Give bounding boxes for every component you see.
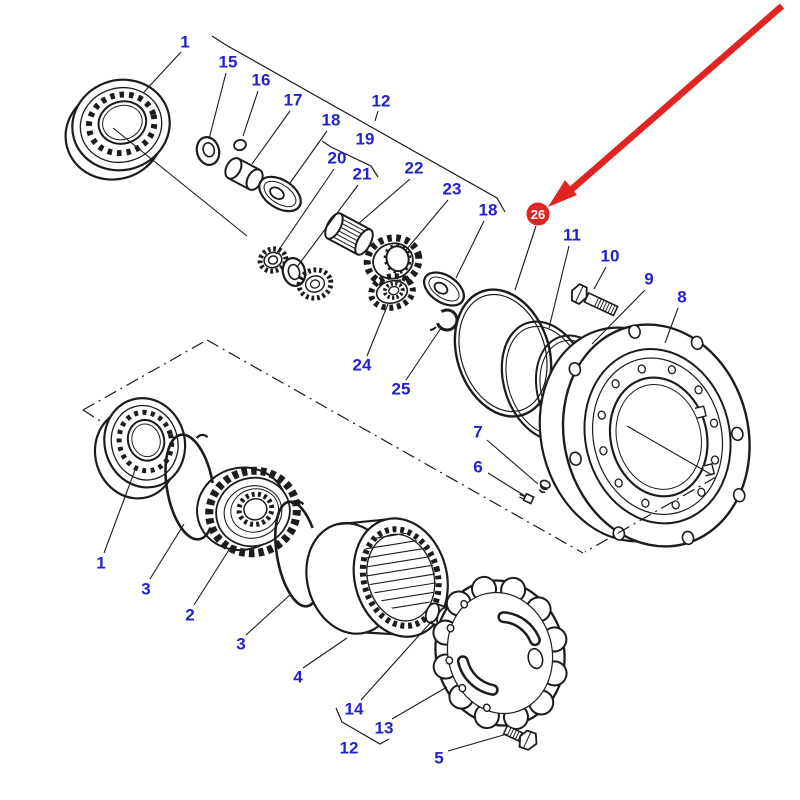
callout-label-23-10[interactable]: 23 [443, 180, 462, 199]
part-4-annulus-drum [305, 517, 451, 638]
callout-label-5-28[interactable]: 5 [434, 749, 443, 768]
callout-label-1-0[interactable]: 1 [180, 33, 189, 52]
callout-label-4-24[interactable]: 4 [293, 668, 303, 687]
callout-label-14-25[interactable]: 14 [345, 700, 364, 719]
part-15-washer [195, 136, 221, 166]
part-18-plate-right [423, 271, 465, 307]
part-20-roller-gear [257, 246, 289, 274]
callout-leader-2-22 [193, 544, 233, 606]
callout-label-18-4[interactable]: 18 [322, 111, 341, 130]
callout-leader-23-10 [405, 199, 449, 251]
callout-label-11-14[interactable]: 11 [563, 226, 581, 245]
group-brackets [211, 35, 506, 745]
callout-label-18-11[interactable]: 18 [479, 201, 498, 220]
callout-leader-18-11 [455, 220, 485, 279]
callout-label-7-18[interactable]: 7 [473, 423, 482, 442]
callout-leader-5-28 [447, 733, 508, 752]
part-25-snap-ring [429, 308, 459, 332]
axis-line-top [112, 127, 248, 237]
callout-leader-11-14 [548, 245, 570, 329]
part-5-bolt [502, 724, 538, 751]
callout-label-12-5[interactable]: 12 [372, 92, 391, 111]
callout-leader-24-12 [366, 303, 389, 357]
callout-label-3-21[interactable]: 3 [141, 580, 150, 599]
bracket-group-12-bottom [335, 707, 390, 745]
callout-label-15-1[interactable]: 15 [219, 53, 238, 72]
callout-leader-1-20 [103, 469, 136, 554]
callout-leader-13-26 [391, 686, 448, 720]
part-13-carrier-cover [432, 575, 568, 731]
highlight-circle[interactable] [526, 202, 550, 226]
callout-leader-21-8 [296, 184, 359, 268]
callout-label-8-17[interactable]: 8 [677, 288, 686, 307]
callout-leader-3-21 [149, 523, 185, 580]
callout-label-24-12[interactable]: 24 [353, 356, 372, 375]
callout-label-10-15[interactable]: 10 [601, 247, 620, 266]
callout-leader-18-4 [289, 130, 328, 184]
part-7-bleed-screw [538, 479, 551, 494]
callout-leader-7-18 [486, 439, 539, 485]
part-21-washer [281, 257, 307, 287]
part-3-snap-ring-second [274, 499, 322, 608]
callout-leader-25-13 [405, 327, 442, 381]
callout-leader-20-7 [275, 168, 335, 255]
part-16-pin [233, 139, 247, 152]
part-18-plate-left [258, 175, 302, 213]
callout-label-16-2[interactable]: 16 [252, 71, 271, 90]
callout-label-20-7[interactable]: 20 [328, 149, 347, 168]
part-2-planet-gear [196, 466, 301, 558]
highlight-layer: 26 [514, 3, 785, 291]
part-8-hub-housing [538, 323, 751, 548]
callout-leader-4-24 [302, 637, 348, 669]
callout-leader-22-9 [357, 178, 411, 225]
callout-label-21-8[interactable]: 21 [353, 165, 372, 184]
part-10-bolt [570, 283, 619, 317]
part-26-seal-ring [453, 288, 553, 418]
highlight-arrow-shaft [569, 3, 785, 192]
callout-leader-3-23 [245, 593, 292, 636]
callout-leader-1-0 [143, 51, 182, 93]
part-22-roller-cage [324, 212, 374, 256]
callout-leader-12-5 [374, 110, 379, 122]
callout-leader-15-1 [208, 72, 227, 140]
callout-leader-16-2 [242, 90, 259, 137]
highlight-label[interactable]: 26 [531, 207, 545, 222]
callout-label-19-6[interactable]: 19 [356, 130, 375, 149]
callout-label-3-23[interactable]: 3 [236, 635, 245, 654]
assembly-boundary-dashed-right [584, 476, 717, 553]
callout-label-9-16[interactable]: 9 [644, 270, 653, 289]
bracket-group-12-top [211, 35, 506, 213]
part-19-roller-cage-lower [296, 267, 334, 301]
callout-label-17-3[interactable]: 17 [284, 91, 303, 110]
callout-label-6-19[interactable]: 6 [473, 458, 482, 477]
part-bearing-bottom [93, 397, 187, 500]
part-3-snap-ring-first [164, 433, 216, 541]
callout-label-25-13[interactable]: 25 [392, 380, 411, 399]
part-bearing-top [64, 78, 171, 181]
callout-label-1-20[interactable]: 1 [96, 554, 105, 573]
callout-leader-17-3 [251, 110, 291, 165]
part-24-gear [368, 273, 416, 311]
bracket-group-19 [321, 140, 379, 178]
callout-label-12-27[interactable]: 12 [340, 739, 359, 758]
callout-label-13-26[interactable]: 13 [375, 719, 394, 738]
highlight-leader [514, 225, 537, 291]
part-17-roll-pin [224, 157, 264, 191]
callout-label-2-22[interactable]: 2 [185, 606, 194, 625]
axis-line-hub [626, 425, 713, 476]
callout-leader-10-15 [593, 266, 607, 290]
callout-leader-14-25 [360, 620, 433, 701]
callout-leader-9-16 [591, 289, 646, 345]
callout-label-22-9[interactable]: 22 [405, 159, 424, 178]
callout-leader-6-19 [487, 472, 526, 497]
callout-leader-8-17 [664, 307, 679, 344]
highlight-arrow-head [548, 180, 577, 207]
